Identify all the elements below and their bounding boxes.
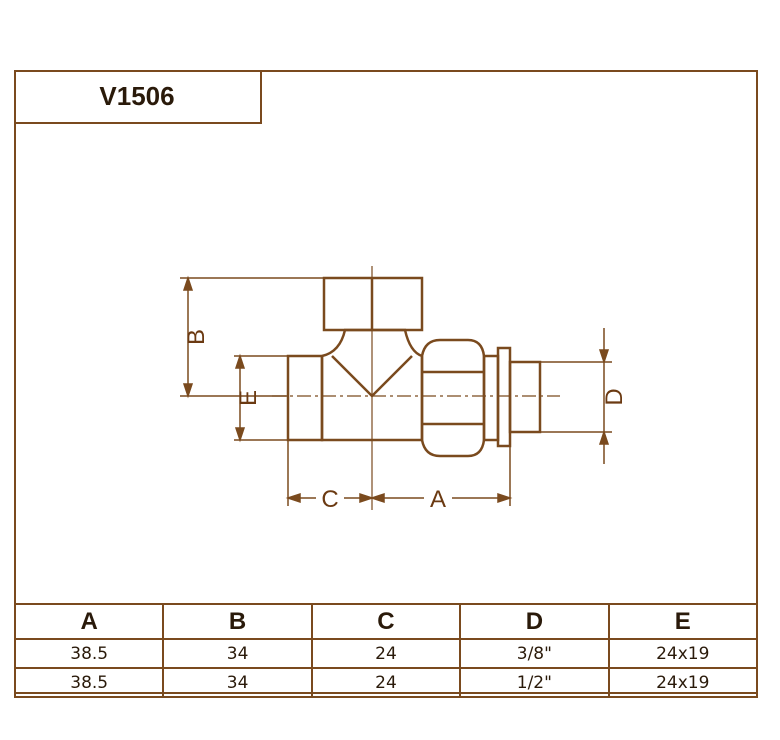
table-row: 38.5 34 24 3/8" 24x19 xyxy=(13,638,759,669)
dim-label-b: B xyxy=(183,329,210,345)
dim-label-e: E xyxy=(235,390,262,406)
dim-label-a: A xyxy=(430,486,446,513)
header-a: A xyxy=(13,603,165,640)
header-c: C xyxy=(310,603,462,640)
cell: 24x19 xyxy=(607,667,759,698)
cell: 24x19 xyxy=(607,638,759,669)
hex-nut xyxy=(420,338,486,458)
dim-label-c: C xyxy=(321,486,338,513)
dimension-table: A B C D E 38.5 34 24 3/8" 24x19 38.5 34 … xyxy=(13,603,759,698)
table-row: 38.5 34 24 1/2" 24x19 xyxy=(13,667,759,698)
tail-thread xyxy=(508,360,542,434)
cell: 34 xyxy=(162,667,313,698)
cell: 3/8" xyxy=(459,638,610,669)
tail-flange xyxy=(482,354,500,442)
model-title: V1506 xyxy=(14,70,262,124)
left-thread xyxy=(286,354,324,442)
cell: 38.5 xyxy=(13,638,165,669)
table-header-row: A B C D E xyxy=(13,603,759,640)
cell: 34 xyxy=(162,638,313,669)
tail-collar xyxy=(496,346,512,448)
dim-label-d: D xyxy=(601,388,628,405)
cell: 24 xyxy=(310,667,462,698)
header-e: E xyxy=(607,603,759,640)
header-b: B xyxy=(162,603,313,640)
cell: 24 xyxy=(310,638,462,669)
cell: 38.5 xyxy=(13,667,165,698)
header-d: D xyxy=(459,603,610,640)
cell: 1/2" xyxy=(459,667,610,698)
